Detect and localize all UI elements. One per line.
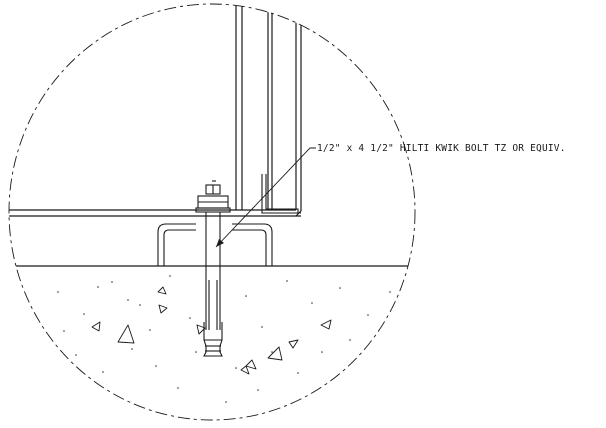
anchor-bolt <box>195 180 231 357</box>
concrete-aggregate-triangles <box>91 286 332 375</box>
callout-label: 1/2" x 4 1/2" HILTI KWIK BOLT TZ OR EQUI… <box>317 143 566 154</box>
angle-bracket <box>261 174 301 214</box>
callout-arrowhead <box>216 239 224 247</box>
equipment-wall-lines <box>235 4 302 211</box>
detail-boundary-circle <box>8 3 416 421</box>
support-channel-right <box>232 223 273 266</box>
support-channel-left <box>157 223 196 266</box>
equipment-base-plate <box>9 207 302 217</box>
concrete-aggregate-dots <box>57 275 391 403</box>
callout-leader-line <box>215 147 316 248</box>
